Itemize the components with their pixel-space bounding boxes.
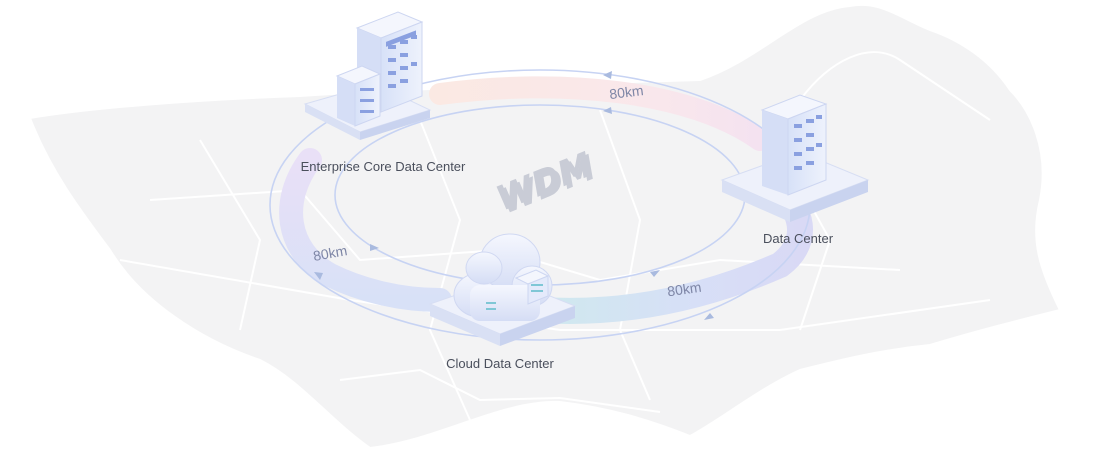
enterprise-core-data-center: Enterprise Core Data Center: [301, 11, 466, 174]
arrow-icon: [314, 272, 323, 280]
map-silhouette: [28, 3, 1062, 450]
enterprise-label: Enterprise Core Data Center: [301, 159, 466, 174]
data-center-label: Data Center: [763, 231, 834, 246]
server-stack-icon: [335, 65, 382, 127]
distance-left-label: 80km: [312, 242, 348, 264]
data-center: Data Center: [720, 94, 870, 246]
cloud-data-center: Cloud Data Center: [428, 233, 577, 371]
arrow-icon: [704, 313, 714, 320]
distance-top-label: 80km: [608, 82, 644, 102]
arrow-icon: [370, 244, 379, 251]
arrow-icon: [603, 71, 612, 79]
cloud-data-center-label: Cloud Data Center: [446, 356, 554, 371]
arrow-icon: [650, 270, 660, 277]
arrow-icon: [603, 107, 612, 114]
cloud-icon: [453, 233, 553, 321]
server-rack-icon: [760, 94, 828, 196]
distance-bottom-label: 80km: [666, 279, 702, 300]
